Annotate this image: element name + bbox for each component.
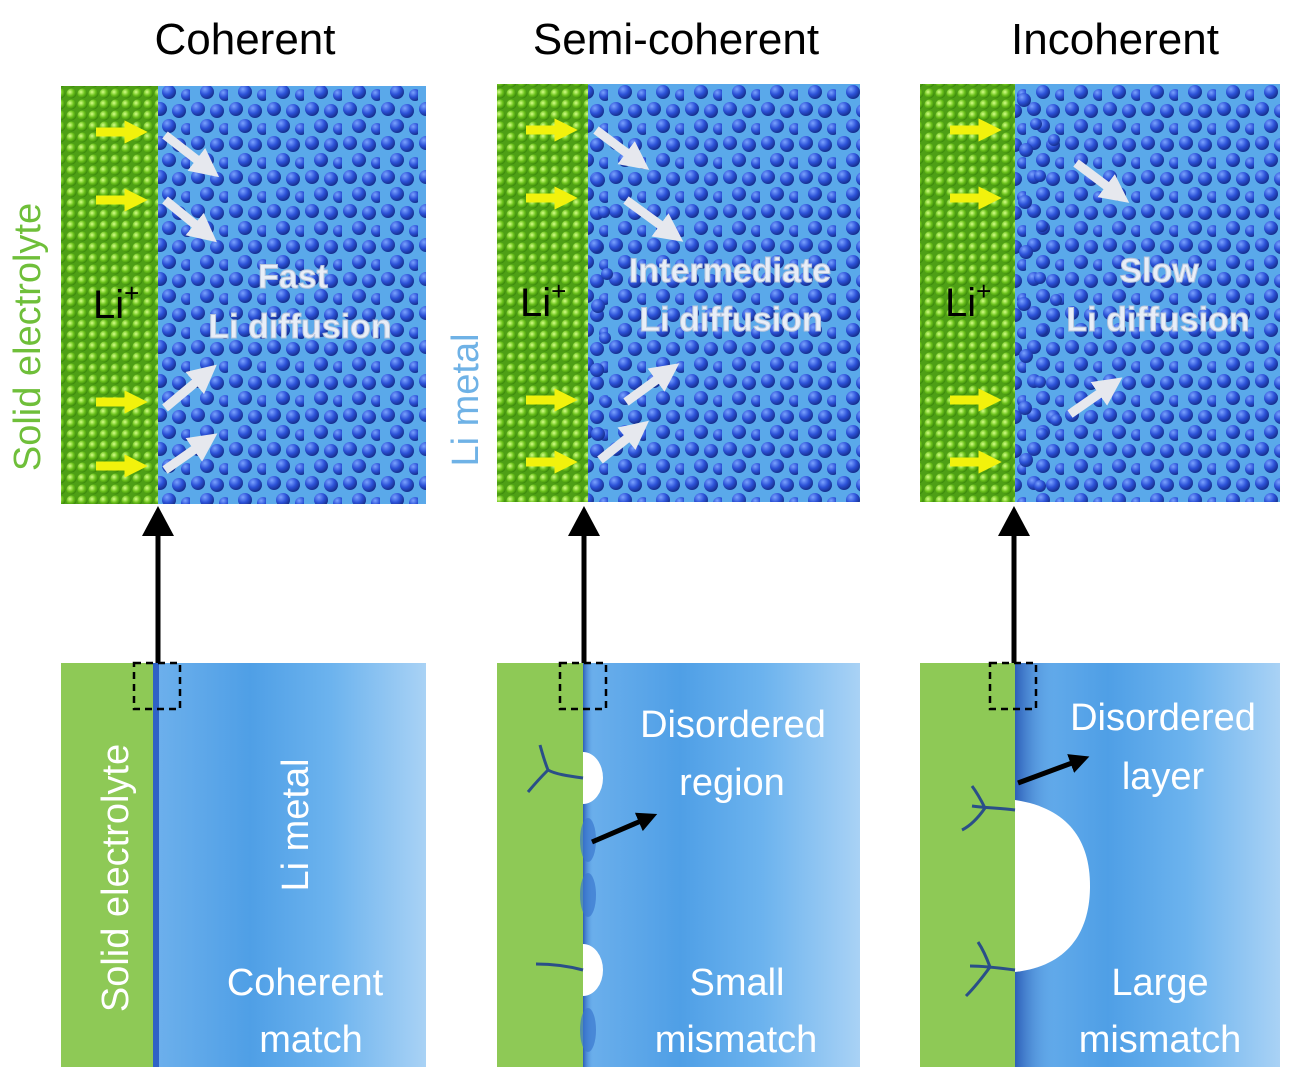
electrolyte-block: [497, 663, 583, 1067]
disordered-atoms: [1017, 93, 1062, 492]
upper-panel-incoherent: Li+ Slow Li diffusion: [920, 84, 1280, 502]
yellow-arrow-icon: [96, 120, 148, 478]
disordered-region-strip: [583, 663, 593, 1067]
upper-panel-semi-coherent: Li+ Intermediate Li diffusion: [497, 84, 860, 502]
li-ion-label: Li+: [520, 276, 566, 325]
electrolyte-block: [61, 663, 155, 1067]
white-arrow-icon: [1067, 159, 1130, 418]
void: [583, 944, 603, 996]
diffusion-label-line1: Slow: [1119, 252, 1199, 290]
diffusion-label-line1: Fast: [258, 258, 328, 296]
crack-icon: [526, 744, 584, 972]
white-arrow-icon: [593, 126, 684, 464]
match-label-line2: mismatch: [655, 1019, 818, 1061]
disordered-atoms: [589, 173, 613, 441]
upper-panel-coherent: Li+ Fast Li diffusion: [61, 86, 426, 504]
li-atoms: [1015, 84, 1280, 502]
interface-scallops: [580, 818, 596, 1052]
electrolyte-lattice: [497, 84, 588, 502]
li-ion-label: Li+: [945, 276, 991, 325]
electrolyte-lattice: [920, 84, 1015, 502]
lower-label-solid-electrolyte: Solid electrolyte: [95, 744, 137, 1012]
side-label-solid-electrolyte: Solid electrolyte: [7, 203, 49, 471]
match-label-line2: mismatch: [1079, 1019, 1242, 1061]
zoom-arrow-icon: [155, 528, 1017, 664]
zoom-arrowhead-icon: [142, 506, 1030, 536]
side-label-li-metal: Li metal: [445, 333, 487, 466]
electrolyte-lattice: [61, 86, 158, 504]
diffusion-label-line2: Li diffusion: [1066, 301, 1249, 339]
interface-line: [153, 663, 159, 1067]
yellow-arrow-icon: [950, 118, 1002, 474]
region-label-line1: Disordered: [1070, 697, 1256, 739]
region-label-line2: layer: [1122, 756, 1205, 798]
title-incoherent: Incoherent: [1011, 15, 1219, 64]
void: [1015, 800, 1090, 972]
li-ion-label: Li+: [93, 278, 139, 327]
region-label-line1: Disordered: [640, 704, 826, 746]
match-label-line1: Coherent: [227, 962, 384, 1004]
match-label-line1: Large: [1111, 962, 1208, 1004]
zoom-box: [988, 661, 1038, 711]
zoom-box: [558, 661, 608, 711]
diffusion-label-line2: Li diffusion: [208, 308, 391, 346]
crack-icon: [961, 785, 1016, 998]
void: [583, 752, 603, 804]
white-arrow-icon: [162, 131, 220, 474]
lower-panel-incoherent: Disordered layer Large mismatch: [920, 661, 1280, 1067]
diffusion-label-line2: Li diffusion: [639, 301, 822, 339]
match-label-line2: match: [259, 1019, 362, 1061]
li-metal-block: [155, 663, 426, 1067]
title-semi-coherent: Semi-coherent: [533, 15, 819, 64]
title-coherent: Coherent: [154, 15, 335, 64]
electrolyte-block: [920, 663, 1015, 1067]
region-label-line2: region: [679, 762, 785, 804]
lower-panel-semi-coherent: Disordered region Small mismatch: [497, 661, 860, 1067]
pointer-arrow-icon: [1017, 754, 1090, 786]
yellow-arrow-icon: [526, 118, 578, 474]
match-label-line1: Small: [689, 962, 784, 1004]
zoom-box: [132, 661, 182, 711]
diffusion-label-line1: Intermediate: [629, 252, 831, 290]
li-metal-block: [583, 663, 860, 1067]
pointer-arrow-icon: [591, 812, 658, 845]
lower-panel-coherent: Solid electrolyte Li metal Coherent matc…: [61, 661, 426, 1067]
lower-label-li-metal: Li metal: [275, 758, 317, 891]
